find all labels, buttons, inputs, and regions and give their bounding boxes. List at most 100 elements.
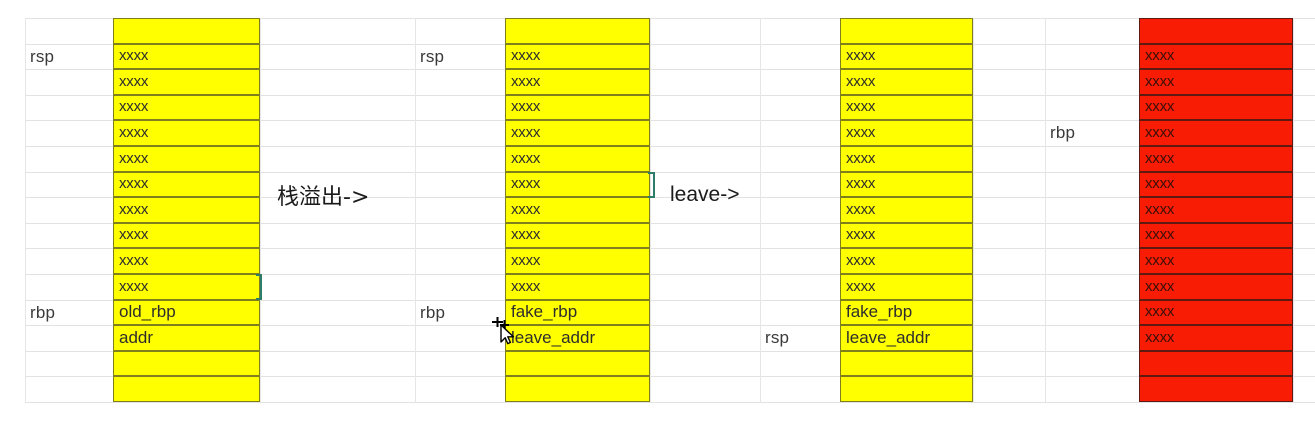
stack-slot-empty[interactable]	[840, 351, 973, 376]
register-label-rbp[interactable]: rbp	[420, 303, 446, 322]
empty-label-cell[interactable]	[1045, 274, 1139, 300]
stack-slot-xxxx[interactable]: xxxx	[113, 44, 260, 69]
empty-label-cell[interactable]	[1045, 18, 1139, 44]
stack-slot-empty[interactable]	[113, 351, 260, 376]
stack-slot-xxxx[interactable]: xxxx	[113, 120, 260, 146]
empty-label-cell[interactable]	[25, 248, 113, 274]
stack-slot-leave_addr[interactable]: leave_addr	[505, 325, 650, 351]
stack-slot-xxxx[interactable]: xxxx	[505, 146, 650, 172]
stack-slot-xxxx[interactable]: xxxx	[840, 69, 973, 95]
stack-slot-xxxx[interactable]: xxxx	[113, 197, 260, 223]
stack-slot-xxxx[interactable]: xxxx	[840, 172, 973, 197]
empty-label-cell[interactable]	[1045, 376, 1139, 402]
empty-label-cell[interactable]	[1045, 69, 1139, 95]
stack-slot-xxxx[interactable]: xxxx	[840, 95, 973, 120]
register-label-rbp[interactable]: rbp	[1050, 123, 1076, 142]
empty-label-cell[interactable]	[415, 325, 505, 351]
empty-label-cell[interactable]	[1045, 197, 1139, 223]
stack-slot-empty[interactable]	[840, 18, 973, 44]
stack-slot-xxxx[interactable]: xxxx	[840, 146, 973, 172]
stack-slot-xxxx[interactable]: xxxx	[505, 197, 650, 223]
stack-slot-xxxx[interactable]: xxxx	[1139, 95, 1293, 120]
empty-label-cell[interactable]	[760, 69, 840, 95]
empty-label-cell[interactable]	[760, 274, 840, 300]
empty-label-cell[interactable]	[760, 120, 840, 146]
stack-slot-empty[interactable]	[113, 18, 260, 44]
stack-slot-xxxx[interactable]: xxxx	[505, 120, 650, 146]
empty-label-cell[interactable]	[760, 18, 840, 44]
stack-slot-xxxx[interactable]: xxxx	[1139, 146, 1293, 172]
stack-slot-xxxx[interactable]: xxxx	[113, 95, 260, 120]
register-label-rsp[interactable]: rsp	[420, 47, 445, 66]
empty-label-cell[interactable]	[760, 248, 840, 274]
empty-label-cell[interactable]	[25, 223, 113, 249]
empty-label-cell[interactable]	[415, 274, 505, 300]
stack-slot-xxxx[interactable]: xxxx	[840, 197, 973, 223]
empty-label-cell[interactable]	[760, 172, 840, 198]
empty-label-cell[interactable]	[1045, 172, 1139, 198]
stack-slot-xxxx[interactable]: xxxx	[1139, 223, 1293, 248]
register-label-rsp[interactable]: rsp	[765, 328, 790, 347]
stack-slot-old_rbp[interactable]: old_rbp	[113, 300, 260, 325]
stack-slot-xxxx[interactable]: xxxx	[505, 248, 650, 274]
empty-label-cell[interactable]	[25, 376, 113, 402]
stack-slot-empty[interactable]	[505, 18, 650, 44]
stack-slot-xxxx[interactable]: xxxx	[840, 248, 973, 274]
stack-slot-xxxx[interactable]: xxxx	[840, 223, 973, 248]
empty-label-cell[interactable]	[25, 95, 113, 121]
stack-slot-xxxx[interactable]: xxxx	[1139, 172, 1293, 197]
stack-slot-xxxx[interactable]: xxxx	[1139, 44, 1293, 69]
empty-label-cell[interactable]	[415, 376, 505, 402]
stack-slot-xxxx[interactable]: xxxx	[505, 69, 650, 95]
empty-label-cell[interactable]	[415, 18, 505, 44]
stack-slot-xxxx[interactable]: xxxx	[113, 146, 260, 172]
stack-slot-xxxx[interactable]: xxxx	[113, 248, 260, 274]
empty-label-cell[interactable]	[1045, 351, 1139, 377]
empty-label-cell[interactable]	[760, 300, 840, 326]
empty-label-cell[interactable]	[1045, 325, 1139, 351]
stack-slot-empty[interactable]	[505, 351, 650, 376]
empty-label-cell[interactable]	[25, 351, 113, 377]
stack-slot-xxxx[interactable]: xxxx	[1139, 197, 1293, 223]
stack-slot-xxxx[interactable]: xxxx	[1139, 274, 1293, 300]
empty-label-cell[interactable]	[1045, 146, 1139, 172]
stack-slot-xxxx[interactable]: xxxx	[505, 223, 650, 248]
empty-label-cell[interactable]	[1045, 223, 1139, 249]
stack-slot-xxxx[interactable]: xxxx	[1139, 325, 1293, 351]
empty-label-cell[interactable]	[415, 248, 505, 274]
stack-slot-xxxx[interactable]: xxxx	[505, 274, 650, 300]
stack-slot-xxxx[interactable]: xxxx	[505, 172, 650, 197]
empty-label-cell[interactable]	[415, 69, 505, 95]
empty-label-cell[interactable]	[415, 223, 505, 249]
stack-slot-addr[interactable]: addr	[113, 325, 260, 351]
empty-label-cell[interactable]	[760, 44, 840, 70]
stack-slot-empty[interactable]	[113, 376, 260, 402]
empty-label-cell[interactable]	[415, 146, 505, 172]
stack-slot-xxxx[interactable]: xxxx	[1139, 69, 1293, 95]
empty-label-cell[interactable]	[415, 351, 505, 377]
stack-slot-empty[interactable]	[505, 376, 650, 402]
empty-label-cell[interactable]	[760, 351, 840, 377]
empty-label-cell[interactable]	[25, 146, 113, 172]
stack-slot-empty[interactable]	[1139, 351, 1293, 376]
empty-label-cell[interactable]	[25, 274, 113, 300]
empty-label-cell[interactable]	[415, 197, 505, 223]
empty-label-cell[interactable]	[760, 223, 840, 249]
stack-slot-empty[interactable]	[840, 376, 973, 402]
empty-label-cell[interactable]	[25, 18, 113, 44]
empty-label-cell[interactable]	[760, 146, 840, 172]
empty-label-cell[interactable]	[25, 69, 113, 95]
empty-label-cell[interactable]	[25, 325, 113, 351]
stack-slot-fake_rbp[interactable]: fake_rbp	[840, 300, 973, 325]
empty-label-cell[interactable]	[1045, 44, 1139, 70]
empty-label-cell[interactable]	[415, 120, 505, 146]
stack-slot-fake_rbp[interactable]: fake_rbp	[505, 300, 650, 325]
stack-slot-empty[interactable]	[1139, 18, 1293, 44]
register-label-rbp[interactable]: rbp	[30, 303, 56, 322]
stack-slot-xxxx[interactable]: xxxx	[113, 172, 260, 197]
stack-slot-xxxx[interactable]: xxxx	[840, 274, 973, 300]
empty-label-cell[interactable]	[1045, 300, 1139, 326]
stack-slot-xxxx[interactable]: xxxx	[505, 44, 650, 69]
stack-slot-xxxx[interactable]: xxxx	[113, 274, 260, 300]
